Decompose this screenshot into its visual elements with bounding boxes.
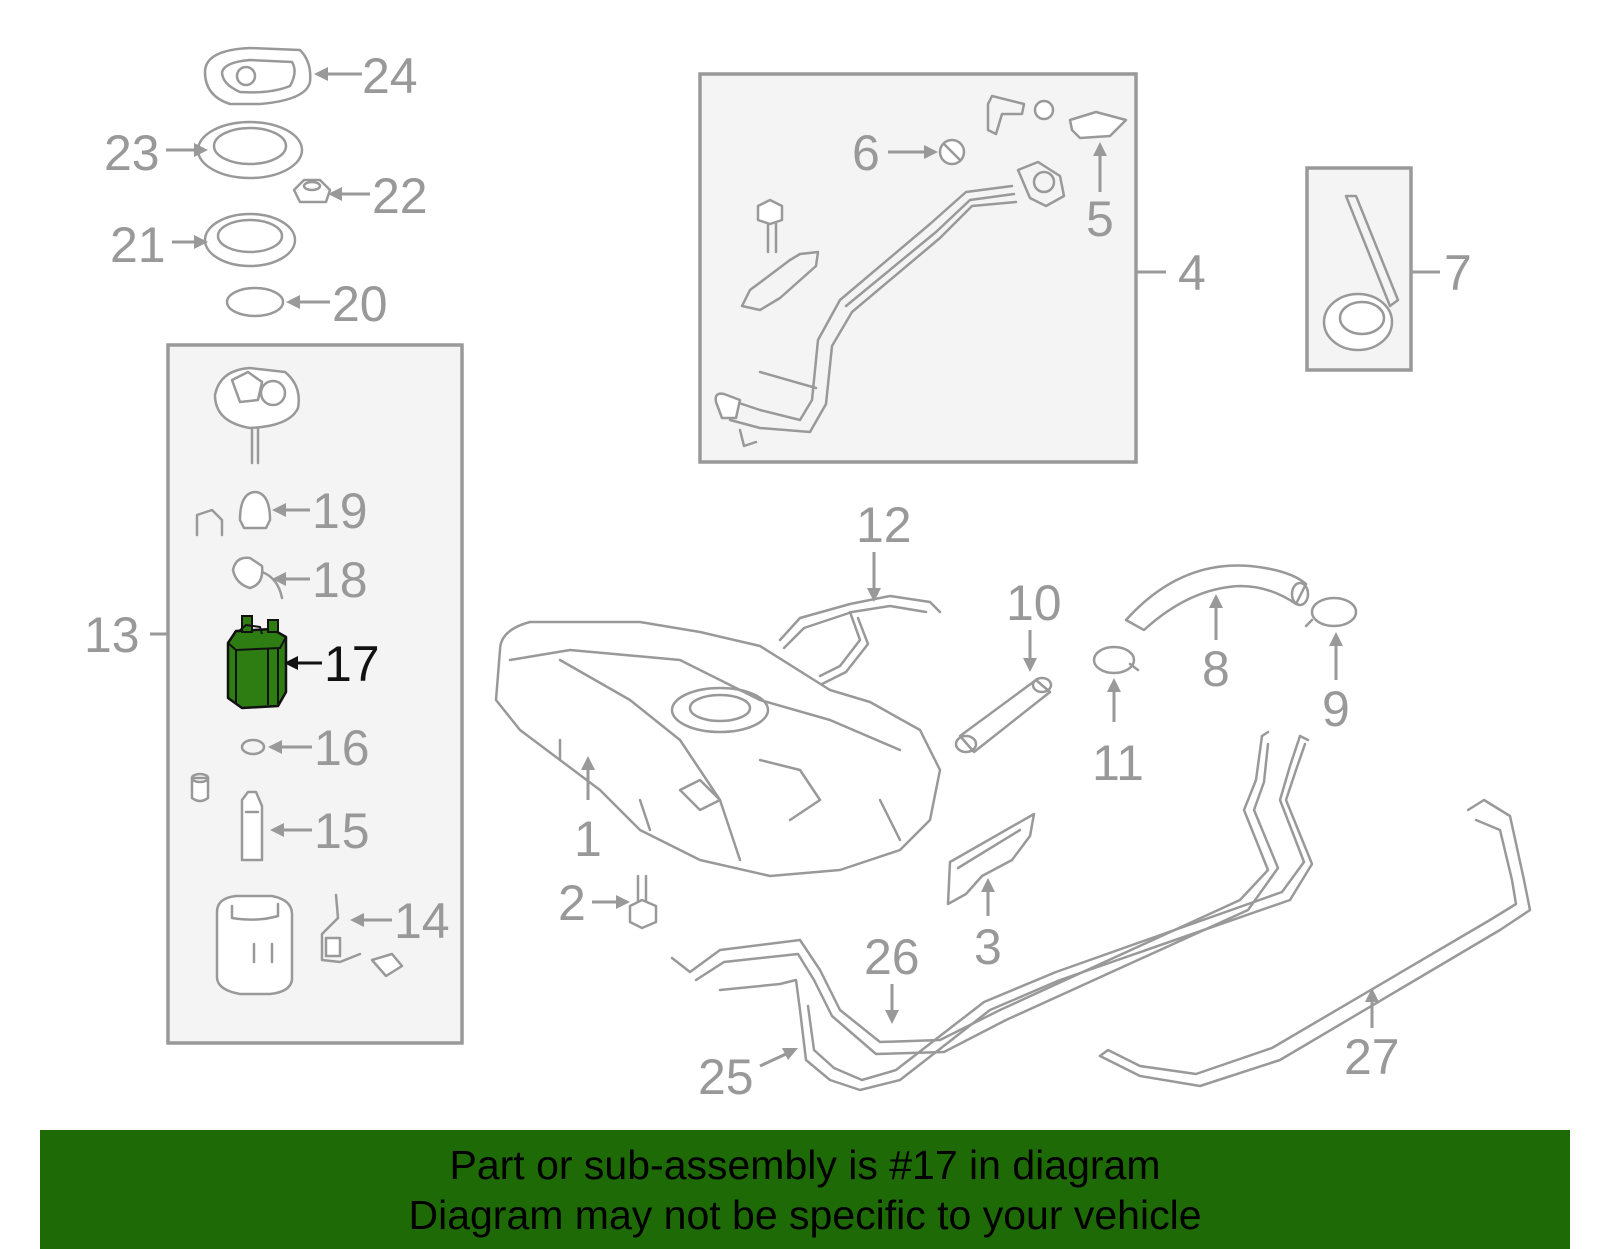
callout-17: 17 <box>324 636 380 692</box>
part-17-fuel-filter <box>226 615 288 710</box>
part-2-bolt <box>628 874 658 930</box>
callout-8: 8 <box>1202 641 1230 697</box>
part-15-bracket <box>240 790 264 862</box>
part-19-clip <box>195 490 272 537</box>
callout-7: 7 <box>1444 245 1472 301</box>
callout-25: 25 <box>698 1049 754 1105</box>
pump-reservoir <box>215 894 294 996</box>
part-16-o-ring <box>240 738 266 756</box>
part-1-fuel-tank <box>494 620 942 878</box>
part-27-strap <box>1098 798 1532 1088</box>
part-6-grommet <box>938 138 966 166</box>
part-21-retainer-ring <box>203 212 297 268</box>
callout-2: 2 <box>558 875 586 931</box>
part-10-filler-tube <box>954 676 1053 754</box>
part-11-clamp <box>1092 645 1140 675</box>
filler-bracket <box>740 250 820 312</box>
part-7-fuel-cap <box>1322 194 1400 352</box>
part-20-o-ring <box>225 286 285 318</box>
callout-18: 18 <box>312 552 368 608</box>
banner-line-2: Diagram may not be specific to your vehi… <box>408 1191 1202 1238</box>
callout-5: 5 <box>1086 191 1114 247</box>
callout-12: 12 <box>856 497 912 553</box>
callout-19: 19 <box>312 483 368 539</box>
part-9-clamp <box>1304 596 1358 628</box>
callout-23: 23 <box>104 125 160 181</box>
callout-1: 1 <box>574 811 602 867</box>
small-cylinder <box>190 772 210 803</box>
callout-3: 3 <box>974 919 1002 975</box>
fuel-lines-25-26 <box>670 730 1314 1092</box>
callout-11: 11 <box>1092 735 1144 791</box>
callout-16: 16 <box>314 720 370 776</box>
part-3-heat-shield <box>946 812 1036 906</box>
callout-4: 4 <box>1178 245 1206 301</box>
callout-14: 14 <box>394 893 450 949</box>
fuel-pump-flange <box>213 366 300 465</box>
callout-9: 9 <box>1322 681 1350 737</box>
callout-26: 26 <box>864 929 920 985</box>
callout-21: 21 <box>110 217 166 273</box>
callout-27: 27 <box>1344 1029 1400 1085</box>
part-14-harness <box>320 893 404 978</box>
callout-22: 22 <box>372 168 428 224</box>
part-8-hose <box>1124 564 1310 632</box>
callout-13: 13 <box>84 607 140 663</box>
vent-parts <box>986 94 1128 140</box>
callout-10: 10 <box>1006 575 1062 631</box>
callout-24: 24 <box>362 48 418 104</box>
callout-6: 6 <box>852 125 880 181</box>
callout-labels: 24 23 22 21 20 19 18 17 16 15 14 13 6 5 … <box>84 48 1472 1105</box>
part-24-cover <box>203 46 312 106</box>
part-23-gasket <box>196 120 304 180</box>
part-12-vent-hose <box>778 594 942 686</box>
callout-15: 15 <box>314 803 370 859</box>
part-18-sensor <box>231 556 284 600</box>
info-banner: Part or sub-assembly is #17 in diagram D… <box>40 1130 1570 1249</box>
filler-bolt <box>756 198 784 254</box>
part-22-nut <box>292 178 332 204</box>
callout-20: 20 <box>332 276 388 332</box>
filler-neck-pipe <box>714 160 1066 448</box>
leaders <box>150 67 1440 1068</box>
banner-line-1: Part or sub-assembly is #17 in diagram <box>449 1141 1161 1188</box>
filler-neck-box <box>698 72 1138 464</box>
